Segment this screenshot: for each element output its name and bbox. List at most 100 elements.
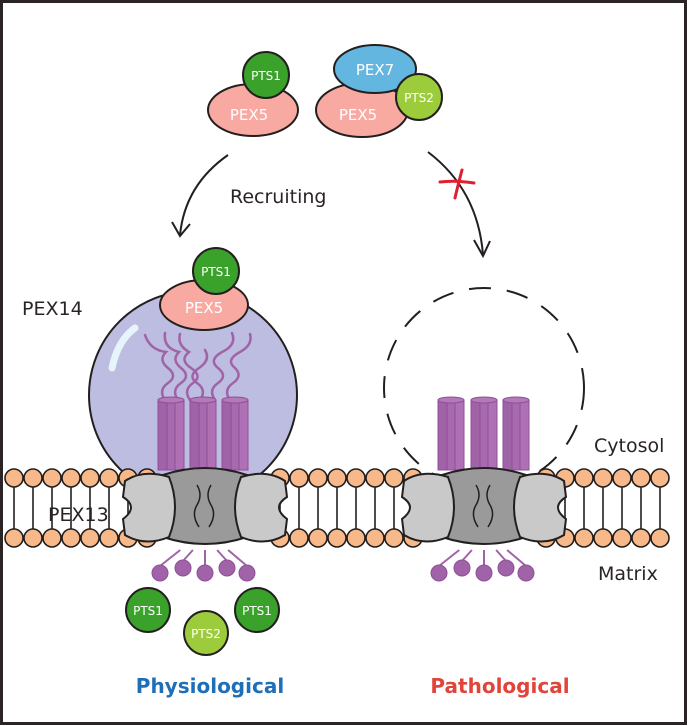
lipid-head <box>346 528 366 548</box>
recruiting-label: Recruiting <box>230 186 326 208</box>
matrix-bead <box>430 564 448 582</box>
tether <box>495 549 507 562</box>
pathological-helices <box>437 396 530 471</box>
pts1-cargo <box>234 587 280 633</box>
lipid-head <box>23 468 43 488</box>
lipid-head <box>99 468 119 488</box>
pathological-caption: Pathological <box>430 674 569 698</box>
lipid-head <box>308 528 328 548</box>
pts1-label: PTS1 <box>201 265 231 279</box>
lipid-head <box>61 528 81 548</box>
matrix-bead <box>453 559 471 577</box>
helix-bundle <box>437 396 465 471</box>
matrix-bead <box>238 564 256 582</box>
pore-channel-line <box>207 484 215 528</box>
pts1-label: PTS1 <box>242 604 272 618</box>
pts1-label: PTS1 <box>251 69 281 83</box>
blocked-arrow <box>427 151 491 259</box>
lipid-head <box>365 528 385 548</box>
lipid-head <box>365 468 385 488</box>
pex14-tails <box>143 331 252 402</box>
pts1-cargo <box>192 247 240 295</box>
tether <box>506 549 527 567</box>
matrix-bead <box>196 564 214 582</box>
lipid-head <box>80 468 100 488</box>
matrix-bead <box>475 564 493 582</box>
pex5-label: PEX5 <box>230 106 268 124</box>
pex13-pore <box>400 467 568 582</box>
lipid-head <box>574 528 594 548</box>
matrix-bead <box>517 564 535 582</box>
tether <box>227 549 248 567</box>
lipid-head <box>650 528 670 548</box>
lipid-head <box>42 528 62 548</box>
helix-bundle <box>470 396 498 471</box>
tether <box>438 549 460 567</box>
lipid-head <box>308 468 328 488</box>
pts2-label: PTS2 <box>191 627 221 641</box>
lipid-head <box>42 468 62 488</box>
lipid-head <box>612 468 632 488</box>
cytosol-label: Cytosol <box>594 435 664 457</box>
matrix-bead <box>218 559 236 577</box>
pex5-label: PEX5 <box>185 299 223 317</box>
pore-right-lobe <box>513 472 568 543</box>
pore-channel-line <box>193 484 201 528</box>
pex13-pore <box>121 467 289 582</box>
lipid-head <box>574 468 594 488</box>
helix-bundle <box>189 396 217 471</box>
lipid-head <box>61 468 81 488</box>
pex5-label: PEX5 <box>339 106 377 124</box>
recruiting-arrow <box>171 154 229 238</box>
pex7-coreceptor <box>333 44 417 94</box>
lipid-head <box>327 528 347 548</box>
lipid-head <box>4 528 24 548</box>
pore-left-lobe <box>121 472 176 543</box>
lipid-head <box>289 468 309 488</box>
lipid-head <box>4 468 24 488</box>
pex13-label: PEX13 <box>48 504 109 526</box>
pore-right-lobe <box>234 472 289 543</box>
lipid-head <box>99 528 119 548</box>
lipid-head <box>612 528 632 548</box>
lipid-head <box>327 468 347 488</box>
helix-bundle <box>221 396 249 471</box>
tether <box>461 549 473 562</box>
helix-bundle <box>502 396 530 471</box>
lipid-head <box>346 468 366 488</box>
lipid-head <box>593 468 613 488</box>
pore-channel-line <box>472 484 480 528</box>
matrix-bead <box>151 564 169 582</box>
lipid-head <box>80 528 100 548</box>
helix-bundle <box>157 396 185 471</box>
pore-channel-line <box>486 484 494 528</box>
lipid-head <box>631 528 651 548</box>
bound-pex5-pts1: PEX5 PTS1 <box>159 247 249 331</box>
imported-cargo: PTS1 PTS2 PTS1 <box>125 587 280 656</box>
pts1-cargo <box>125 587 171 633</box>
pts1-label: PTS1 <box>133 604 163 618</box>
tether <box>159 549 181 567</box>
pex7-label: PEX7 <box>356 61 394 79</box>
lipid-head <box>650 468 670 488</box>
blocked-x-icon <box>438 168 476 200</box>
matrix-label: Matrix <box>598 563 658 585</box>
pex5-pts1-complex: PEX5 PTS1 <box>207 51 299 137</box>
pex5-pex7-pts2-complex: PEX5 PEX7 PTS2 <box>315 44 443 138</box>
lipid-head <box>384 528 404 548</box>
lipid-head <box>384 468 404 488</box>
pts1-cargo <box>242 51 290 99</box>
lipid-head <box>593 528 613 548</box>
physiological-caption: Physiological <box>136 674 284 698</box>
pts2-label: PTS2 <box>404 91 434 105</box>
matrix-bead <box>174 559 192 577</box>
pore-left-lobe <box>400 472 455 543</box>
lipid-head <box>23 528 43 548</box>
pts2-cargo <box>183 610 229 656</box>
tether <box>216 549 228 562</box>
lipid-head <box>631 468 651 488</box>
lipid-head <box>289 528 309 548</box>
tether <box>182 549 194 562</box>
pts2-cargo <box>395 73 443 121</box>
